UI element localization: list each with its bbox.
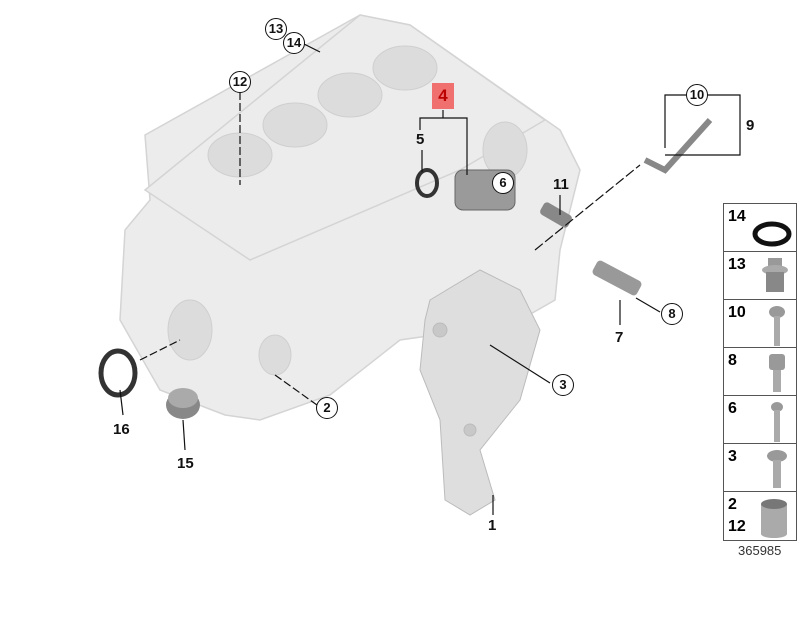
legend-item-6: 6: [724, 396, 796, 444]
legend-item-8: 8: [724, 348, 796, 396]
bracket-part-1: [419, 269, 541, 516]
callout-2: 2: [316, 397, 338, 419]
oil-pipe-part-9: [643, 117, 713, 174]
flange-bolt-icon: [767, 450, 787, 488]
callout-7: 7: [615, 329, 624, 346]
shaft-seal-part-16: [98, 348, 138, 398]
callout-12: 12: [229, 71, 251, 93]
socket-bolt-icon: [769, 354, 785, 392]
callout-14: 14: [283, 32, 305, 54]
screw-plug-icon: [762, 258, 788, 292]
o-ring-part-5: [415, 168, 439, 198]
callout-5: 5: [416, 131, 425, 148]
seal-ring-icon: [752, 221, 792, 247]
bolt-icon: [769, 306, 785, 346]
bolt-icon: [771, 402, 783, 442]
legend-item-10: 10: [724, 300, 796, 348]
legend-item-3: 3: [724, 444, 796, 492]
callout-15: 15: [177, 455, 194, 472]
callout-9: 9: [746, 117, 755, 134]
callout-13: 13: [265, 18, 287, 40]
parts-legend: 14 13 10 8 6 3 2 12: [723, 203, 797, 541]
legend-item-13: 13: [724, 252, 796, 300]
callout-4-highlighted: 4: [432, 83, 454, 109]
callout-8: 8: [661, 303, 683, 325]
sensor-part-7: [592, 260, 642, 296]
callout-6: 6: [492, 172, 514, 194]
callout-3: 3: [552, 374, 574, 396]
sleeve-icon: [761, 499, 787, 538]
plug-part-15: [166, 388, 200, 419]
callout-16: 16: [113, 421, 130, 438]
callout-10: 10: [686, 84, 708, 106]
leader-lines: [119, 41, 741, 515]
diagram-reference-number: 365985: [738, 543, 782, 558]
legend-item-2-12: 2 12: [724, 492, 796, 540]
callout-1: 1: [488, 517, 497, 534]
callout-11: 11: [553, 176, 569, 193]
sensor-part-11: [540, 202, 572, 228]
legend-item-14: 14: [724, 204, 796, 252]
